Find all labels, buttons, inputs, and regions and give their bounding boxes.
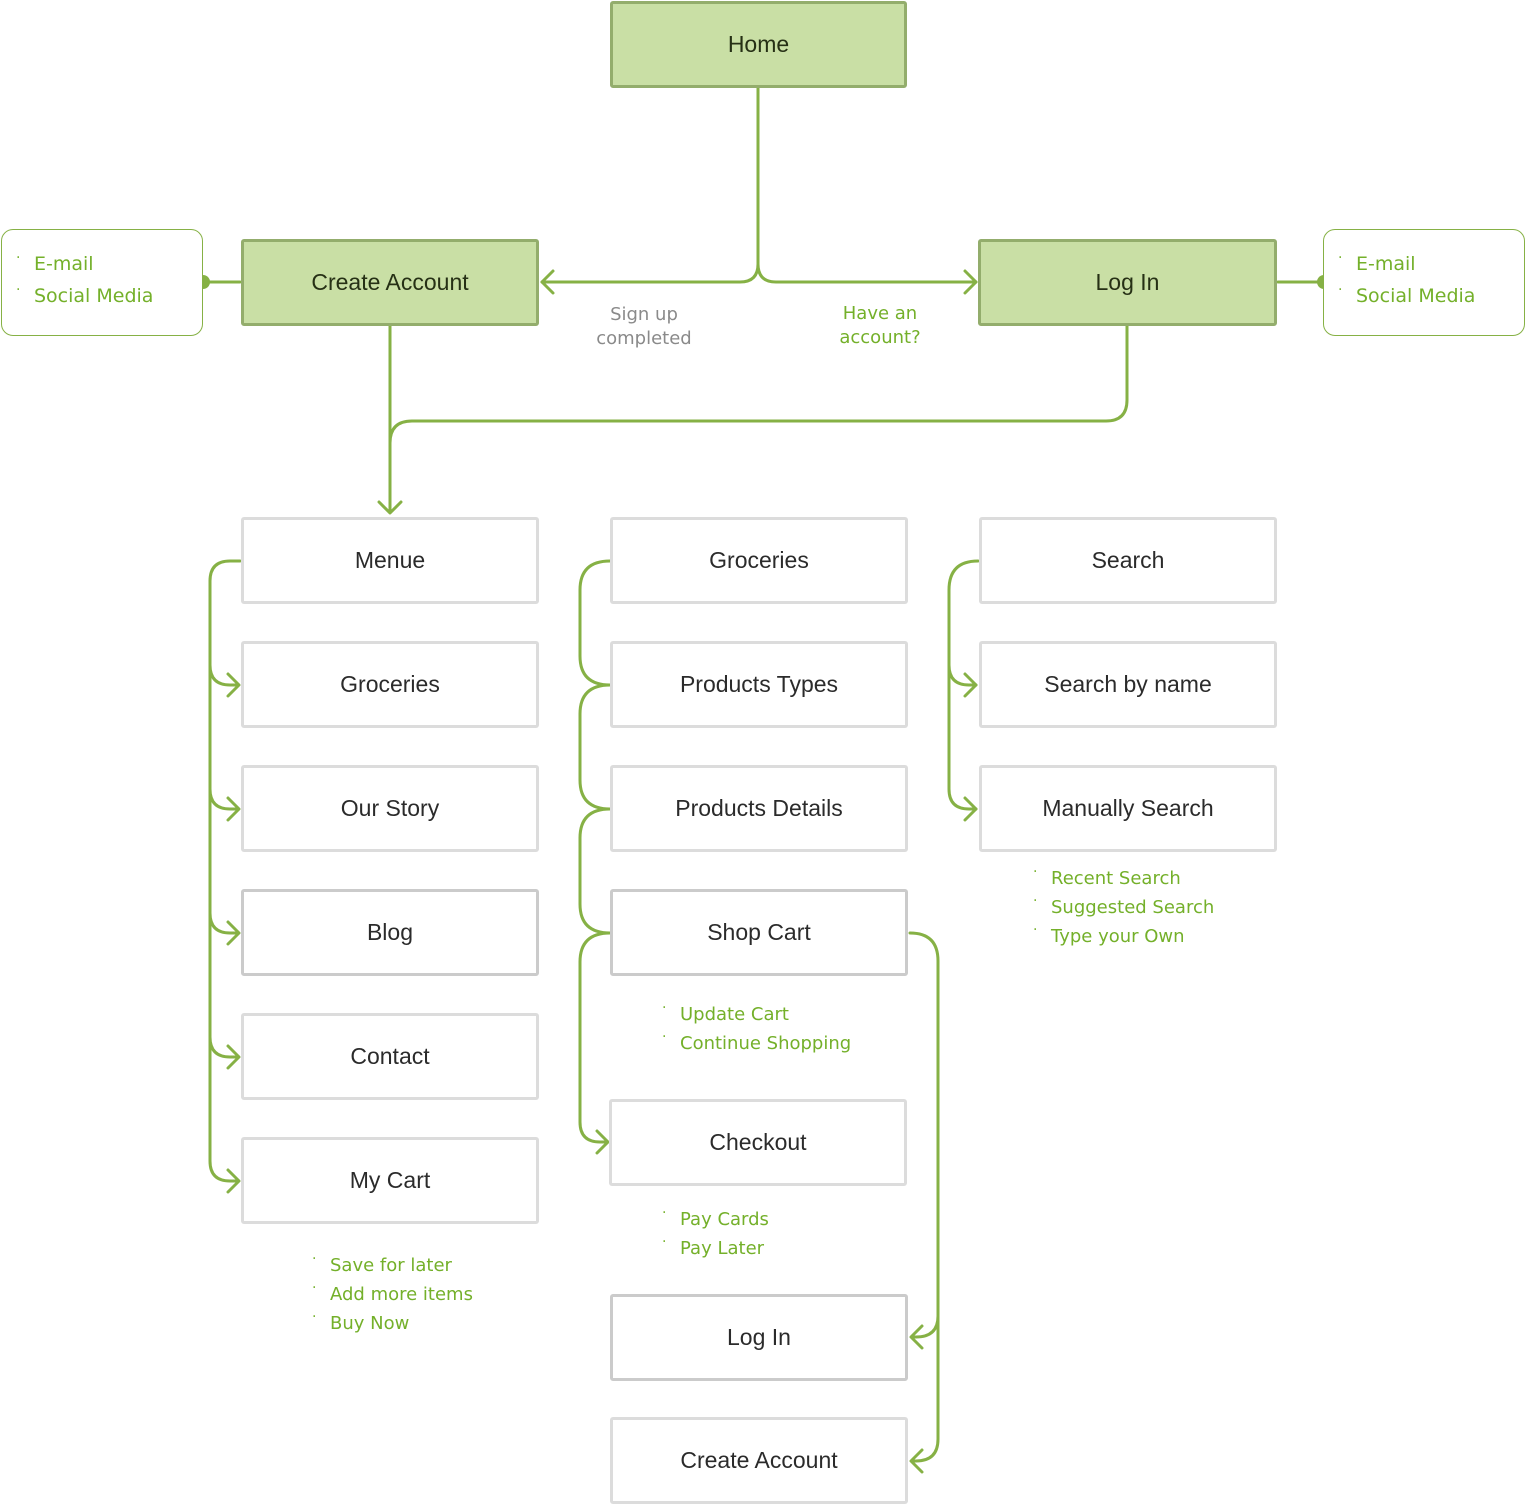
home-to-create-line bbox=[540, 86, 760, 284]
node-home: Home bbox=[610, 1, 907, 88]
col1-arrow-3 bbox=[226, 920, 241, 946]
col1-arrow-5 bbox=[226, 1168, 241, 1194]
note-item: Type your Own bbox=[1033, 916, 1214, 951]
cart-branch-login bbox=[910, 1314, 940, 1339]
search-notes: Recent Search Suggested Search Type your… bbox=[1033, 858, 1214, 951]
method-email: E-mail bbox=[16, 242, 202, 280]
node-log-in: Log In bbox=[978, 239, 1277, 326]
note-item: Buy Now bbox=[312, 1303, 473, 1338]
note-item: Suggested Search bbox=[1033, 887, 1214, 922]
edge-label-line: Sign up bbox=[610, 304, 678, 325]
method-email: E-mail bbox=[1338, 242, 1524, 280]
node-our-story: Our Story bbox=[241, 765, 539, 852]
note-item: Add more items bbox=[312, 1274, 473, 1309]
edge-label-line: Have an bbox=[842, 303, 918, 324]
col1-branch-groceries bbox=[208, 663, 240, 687]
shop-cart-notes: Update Cart Continue Shopping bbox=[662, 994, 851, 1058]
node-log-in-2: Log In bbox=[610, 1294, 908, 1381]
col2-link-3 bbox=[578, 807, 612, 935]
col1-arrow-1 bbox=[226, 672, 241, 698]
note-item: Recent Search bbox=[1033, 858, 1214, 893]
note-item: Save for later bbox=[312, 1245, 473, 1280]
node-contact: Contact bbox=[241, 1013, 539, 1100]
home-to-login-line bbox=[756, 262, 978, 284]
checkout-notes: Pay Cards Pay Later bbox=[662, 1199, 769, 1263]
home-to-login-arrow bbox=[963, 269, 978, 295]
edge-label-line: account? bbox=[839, 327, 921, 348]
method-social-media: Social Media bbox=[1338, 274, 1524, 312]
cart-arrow-create bbox=[909, 1448, 924, 1474]
node-groceries-2: Groceries bbox=[610, 517, 908, 604]
node-search-by-name: Search by name bbox=[979, 641, 1277, 728]
log-in-methods: E-mail Social Media bbox=[1323, 229, 1525, 336]
col2-link-1 bbox=[578, 559, 612, 687]
cart-right-bracket bbox=[908, 931, 940, 1463]
col2-checkout-arrow bbox=[595, 1129, 610, 1155]
col3-bracket bbox=[947, 559, 980, 811]
col3-arrow-1 bbox=[963, 672, 978, 698]
login-to-menue-line bbox=[388, 324, 1129, 445]
edge-label-line: completed bbox=[596, 328, 692, 349]
col1-arrow-2 bbox=[226, 796, 241, 822]
col1-bracket bbox=[208, 559, 242, 1183]
home-to-create-arrow bbox=[540, 269, 555, 295]
col1-branch-contact bbox=[208, 1035, 240, 1059]
node-search: Search bbox=[979, 517, 1277, 604]
node-create-account-2: Create Account bbox=[610, 1417, 908, 1504]
menue-arrow bbox=[377, 500, 403, 515]
node-groceries: Groceries bbox=[241, 641, 539, 728]
node-shop-cart: Shop Cart bbox=[610, 889, 908, 976]
node-products-types: Products Types bbox=[610, 641, 908, 728]
col1-branch-blog bbox=[208, 911, 240, 935]
edge-label-signup: Sign up completed bbox=[584, 303, 704, 351]
node-menue: Menue bbox=[241, 517, 539, 604]
col1-arrow-4 bbox=[226, 1044, 241, 1070]
note-item: Pay Cards bbox=[662, 1199, 769, 1234]
note-item: Continue Shopping bbox=[662, 1023, 851, 1058]
node-my-cart: My Cart bbox=[241, 1137, 539, 1224]
node-checkout: Checkout bbox=[609, 1099, 907, 1186]
node-blog: Blog bbox=[241, 889, 539, 976]
cart-arrow-login bbox=[909, 1324, 924, 1350]
col2-link-2 bbox=[578, 683, 612, 811]
col1-branch-ourstory bbox=[208, 787, 240, 811]
col3-arrow-2 bbox=[963, 796, 978, 822]
create-account-methods: E-mail Social Media bbox=[1, 229, 203, 336]
node-products-details: Products Details bbox=[610, 765, 908, 852]
note-item: Update Cart bbox=[662, 994, 851, 1029]
my-cart-notes: Save for later Add more items Buy Now bbox=[312, 1245, 473, 1338]
col2-link-4 bbox=[578, 931, 612, 1144]
node-manually-search: Manually Search bbox=[979, 765, 1277, 852]
col3-branch-searchbyname bbox=[947, 663, 978, 687]
edge-label-have-account: Have an account? bbox=[820, 302, 940, 350]
method-social-media: Social Media bbox=[16, 274, 202, 312]
node-create-account: Create Account bbox=[241, 239, 539, 326]
note-item: Pay Later bbox=[662, 1228, 769, 1263]
